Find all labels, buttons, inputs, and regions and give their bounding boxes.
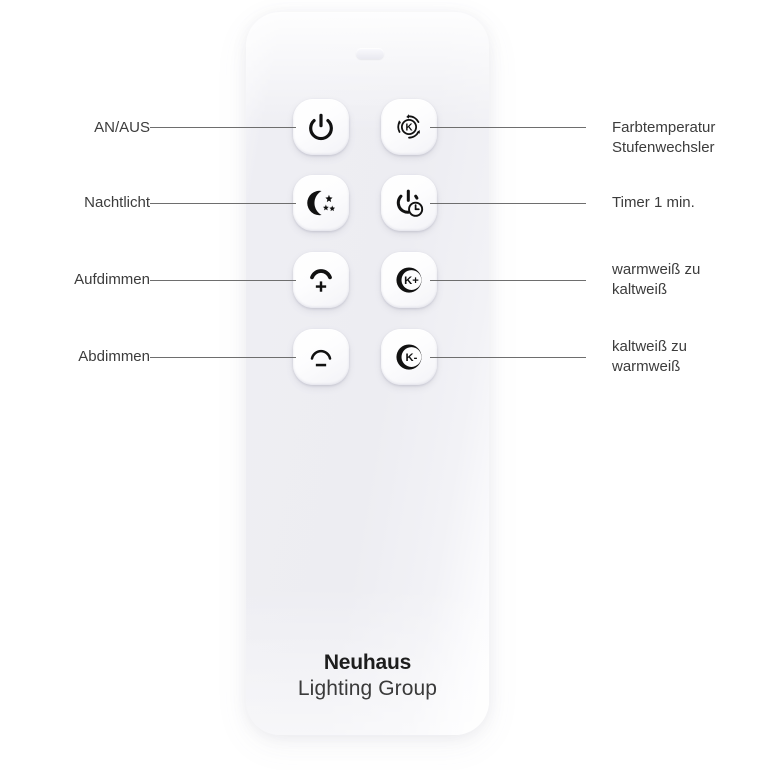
kelvin-minus-glyph: K-	[406, 352, 418, 364]
button-night-light[interactable]	[290, 172, 352, 234]
callout-label-warm-to-cool: warmweiß zu kaltweiß	[612, 261, 701, 299]
leader-line-timer	[430, 203, 586, 204]
button-kelvin-plus[interactable]: K+	[378, 249, 440, 311]
remote-control-body: K	[246, 12, 489, 735]
brand-name: Neuhaus	[323, 651, 412, 674]
svg-text:K: K	[405, 122, 412, 133]
power-clock-icon	[394, 188, 425, 219]
button-color-temperature-cycle[interactable]: K	[378, 96, 440, 158]
button-power[interactable]	[290, 96, 352, 158]
dim-up-plus-icon	[306, 265, 336, 295]
leader-line-dim-up	[150, 280, 296, 281]
leader-line-kelvin-minus	[430, 357, 586, 358]
power-icon	[306, 112, 336, 142]
button-timer[interactable]	[378, 172, 440, 234]
callout-label-dim-down: Abdimmen	[78, 348, 150, 365]
dim-down-minus-icon	[306, 342, 336, 372]
callout-label-dim-up: Aufdimmen	[74, 271, 150, 288]
callout-label-power: AN/AUS	[94, 119, 150, 136]
kelvin-minus-icon: K-	[392, 342, 426, 372]
kelvin-cycle-icon: K	[394, 112, 424, 142]
leader-line-cct-cycle	[430, 127, 586, 128]
leader-line-kelvin-plus	[430, 280, 586, 281]
kelvin-plus-glyph: K+	[404, 275, 419, 287]
button-dim-up[interactable]	[290, 249, 352, 311]
callout-label-timer: Timer 1 min.	[612, 194, 695, 211]
leader-line-power	[150, 127, 296, 128]
kelvin-plus-icon: K+	[392, 265, 426, 295]
brand-logo: Neuhaus Lighting Group	[246, 650, 489, 702]
moon-stars-icon	[305, 188, 337, 218]
button-kelvin-minus[interactable]: K-	[378, 326, 440, 388]
leader-line-dim-down	[150, 357, 296, 358]
body-top-highlight	[246, 12, 489, 132]
callout-label-cool-to-warm: kaltweiß zu warmweiß	[612, 338, 688, 376]
button-dim-down[interactable]	[290, 326, 352, 388]
callout-label-cct-cycle: Farbtemperatur Stufenwechsler	[612, 119, 716, 157]
brand-tagline: Lighting Group	[297, 677, 438, 701]
ir-emitter-slot	[356, 48, 384, 59]
callout-label-nightlight: Nachtlicht	[84, 194, 150, 211]
leader-line-nightlight	[150, 203, 296, 204]
